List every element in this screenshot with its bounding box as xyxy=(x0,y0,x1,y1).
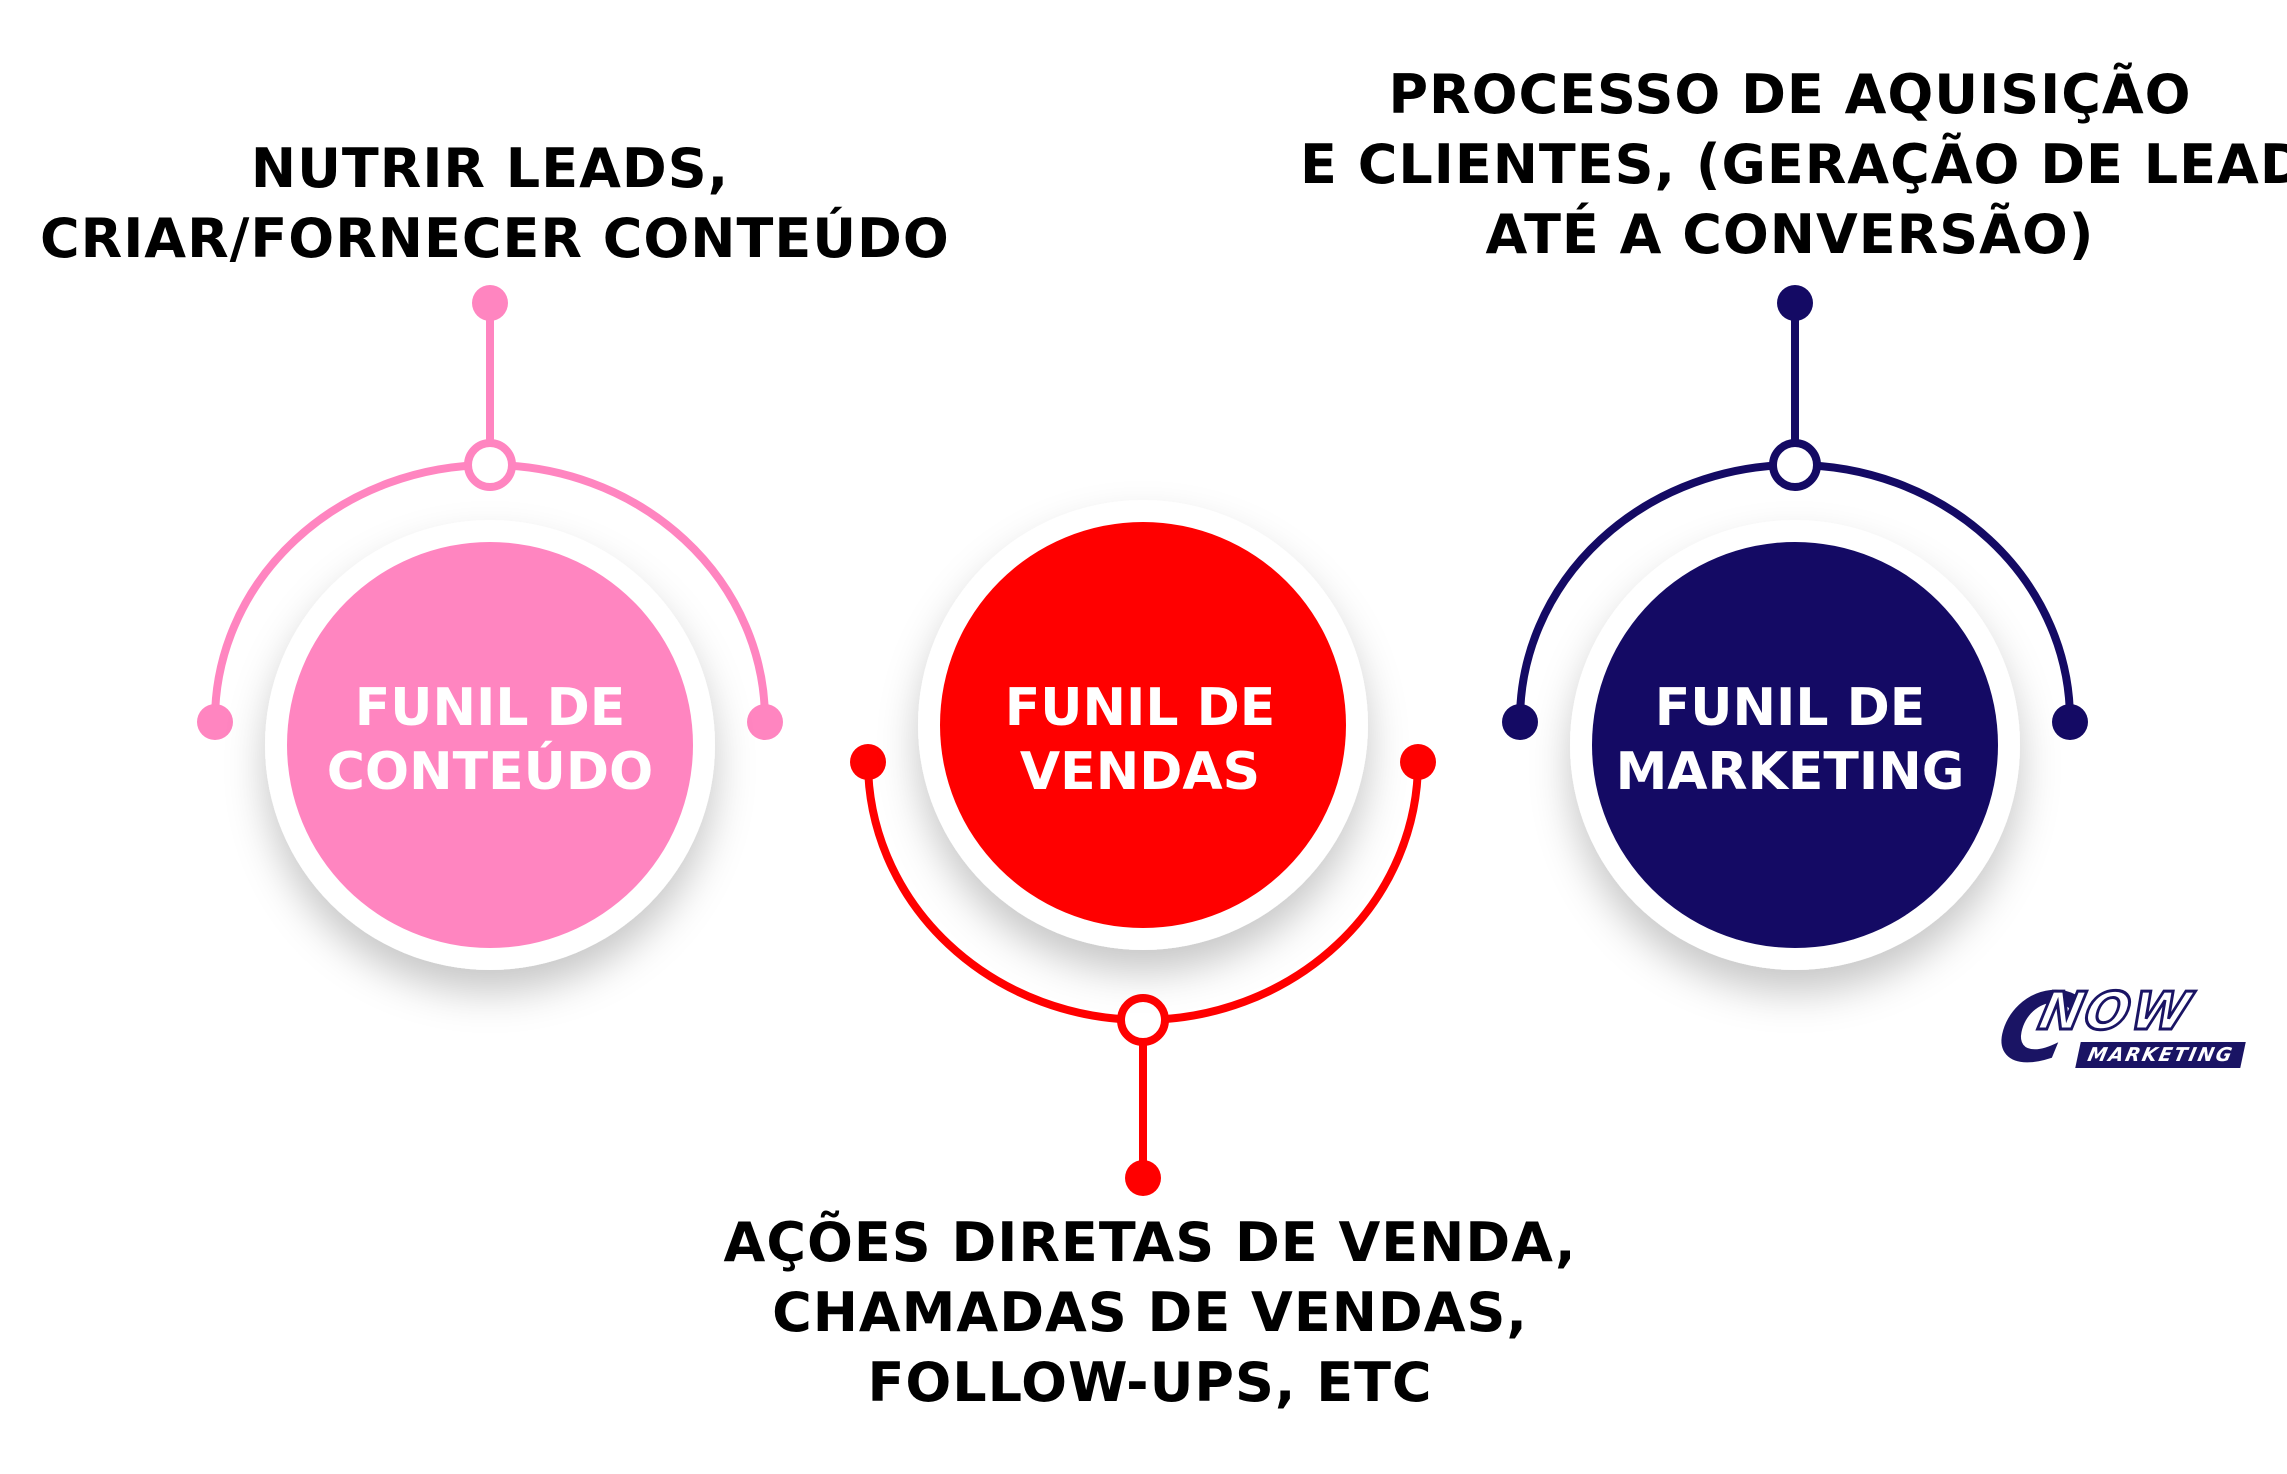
sales-caption-line-1: AÇÕES DIRETAS DE VENDA, xyxy=(723,1211,1577,1274)
sales-arc-left-dot xyxy=(850,744,886,780)
marketing-arc-ring xyxy=(1769,439,1821,491)
logo-wordmark: NOW xyxy=(2032,981,2199,1044)
content-caption-line-2: CRIAR/FORNECER CONTEÚDO xyxy=(40,207,950,270)
marketing-arc-right-dot xyxy=(2052,704,2088,740)
marketing-label-line-1: FUNIL DE xyxy=(1654,678,1926,738)
sales-funnel-label: FUNIL DE VENDAS xyxy=(940,676,1340,804)
sales-stem-dot xyxy=(1125,1160,1161,1196)
content-caption-line-1: NUTRIR LEADS, xyxy=(250,137,730,200)
marketing-stem-dot xyxy=(1777,285,1813,321)
sales-funnel-node xyxy=(850,500,1436,1196)
content-funnel-caption: NUTRIR LEADS, CRIAR/FORNECER CONTEÚDO xyxy=(40,134,950,274)
sales-label-line-1: FUNIL DE xyxy=(1004,678,1276,738)
content-circle xyxy=(287,542,693,948)
sales-funnel-caption: AÇÕES DIRETAS DE VENDA, CHAMADAS DE VEND… xyxy=(700,1208,1600,1418)
marketing-caption-line-1: PROCESSO DE AQUISIÇÃO xyxy=(1388,63,2192,126)
content-funnel-label: FUNIL DE CONTEÚDO xyxy=(290,676,690,804)
sales-arc-ring xyxy=(1117,994,1169,1046)
sales-arc-right-dot xyxy=(1400,744,1436,780)
logo-subtitle: MARKETING xyxy=(2075,1042,2247,1068)
sales-label-line-2: VENDAS xyxy=(1019,742,1261,802)
marketing-arc-left-dot xyxy=(1502,704,1538,740)
sales-caption-line-2: CHAMADAS DE VENDAS, xyxy=(772,1281,1528,1344)
marketing-label-line-2: MARKETING xyxy=(1615,742,1965,802)
marketing-funnel-label: FUNIL DE MARKETING xyxy=(1590,676,1990,804)
marketing-funnel-node xyxy=(1502,285,2088,970)
marketing-funnel-caption: PROCESSO DE AQUISIÇÃO E CLIENTES, (GERAÇ… xyxy=(1300,60,2287,270)
marketing-caption-line-2: E CLIENTES, (GERAÇÃO DE LEADS xyxy=(1300,133,2287,196)
sales-caption-line-3: FOLLOW-UPS, ETC xyxy=(867,1351,1433,1414)
content-label-line-2: CONTEÚDO xyxy=(326,742,654,802)
content-stem-dot xyxy=(472,285,508,321)
marketing-caption-line-3: ATÉ A CONVERSÃO) xyxy=(1485,203,2095,266)
content-arc-right-dot xyxy=(747,704,783,740)
cnow-marketing-logo: C NOW MARKETING xyxy=(1988,972,2247,1084)
content-arc-left-dot xyxy=(197,704,233,740)
marketing-circle xyxy=(1592,542,1998,948)
sales-circle xyxy=(940,522,1346,928)
content-label-line-1: FUNIL DE xyxy=(354,678,626,738)
content-funnel-node xyxy=(197,285,783,970)
content-arc-ring xyxy=(464,439,516,491)
